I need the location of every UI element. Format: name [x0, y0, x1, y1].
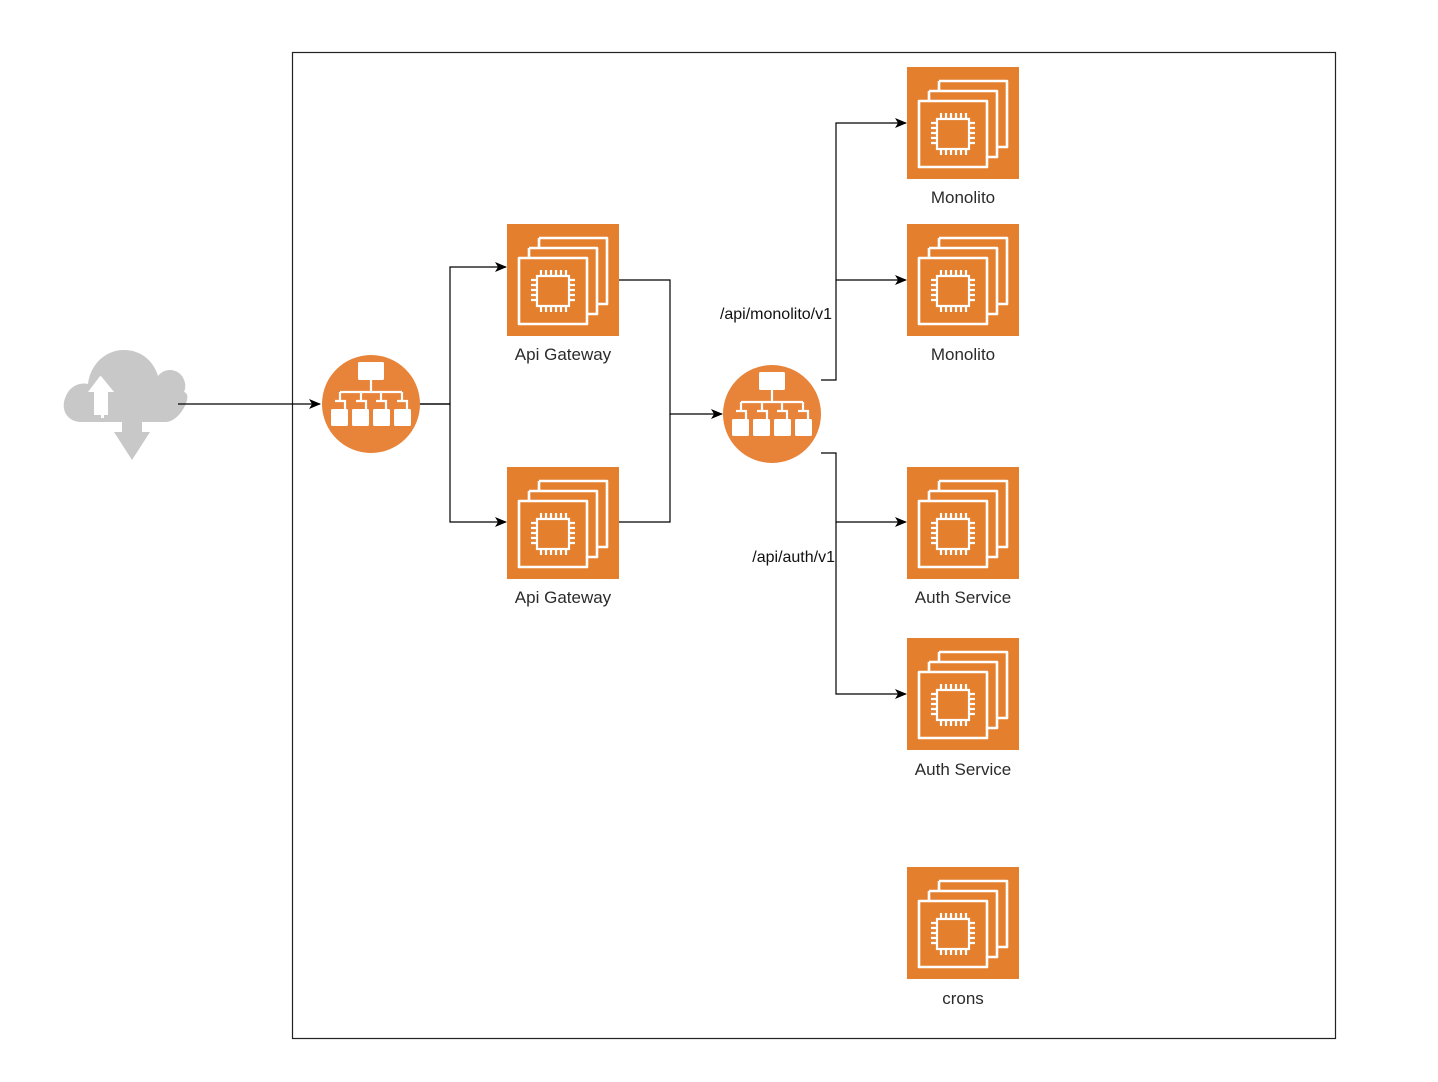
node-label: Api Gateway [515, 588, 612, 607]
monolito-node-2[interactable]: Monolito [905, 222, 1021, 364]
node-label: Auth Service [915, 760, 1011, 779]
ec2-instance-icon [505, 465, 621, 581]
edge-lb2-to-auth2 [835, 522, 907, 699]
edge-lb2-to-auth1 [821, 452, 907, 527]
ec2-instance-icon [905, 465, 1021, 581]
edge-gateway1-to-lb2 [619, 279, 723, 419]
node-label: Auth Service [915, 588, 1011, 607]
edge-label-monolito-route: /api/monolito/v1 [720, 306, 832, 323]
load-balancer-icon[interactable] [320, 353, 422, 455]
edge-label-auth-route: /api/auth/v1 [752, 549, 835, 566]
ec2-instance-icon [905, 65, 1021, 181]
edge-lb1-to-gateway1 [420, 262, 507, 405]
edge-lb2-to-monolito1 [821, 118, 907, 381]
node-label: Monolito [931, 188, 995, 207]
gateway-node-2[interactable]: Api Gateway [505, 465, 621, 607]
ec2-instance-icon [905, 636, 1021, 752]
ec2-instance-icon [905, 222, 1021, 338]
connectors [178, 118, 907, 699]
auth-service-node-2[interactable]: Auth Service [905, 636, 1021, 779]
crons-node[interactable]: crons [905, 865, 1021, 1008]
edge-lb1-to-gateway2 [420, 403, 507, 527]
ec2-instance-icon [505, 222, 621, 338]
monolito-node-1[interactable]: Monolito [905, 65, 1021, 207]
node-label: Monolito [931, 345, 995, 364]
edge-gateway2-to-lb2 [619, 414, 671, 523]
ec2-instance-icon [905, 865, 1021, 981]
auth-service-node-1[interactable]: Auth Service [905, 465, 1021, 607]
vpc-frame [291, 51, 1337, 1040]
gateway-node-1[interactable]: Api Gateway [505, 222, 621, 364]
cloud-upload-download-icon [63, 350, 188, 460]
load-balancer-icon[interactable] [721, 363, 823, 465]
node-label: Api Gateway [515, 345, 612, 364]
node-label: crons [942, 989, 984, 1008]
